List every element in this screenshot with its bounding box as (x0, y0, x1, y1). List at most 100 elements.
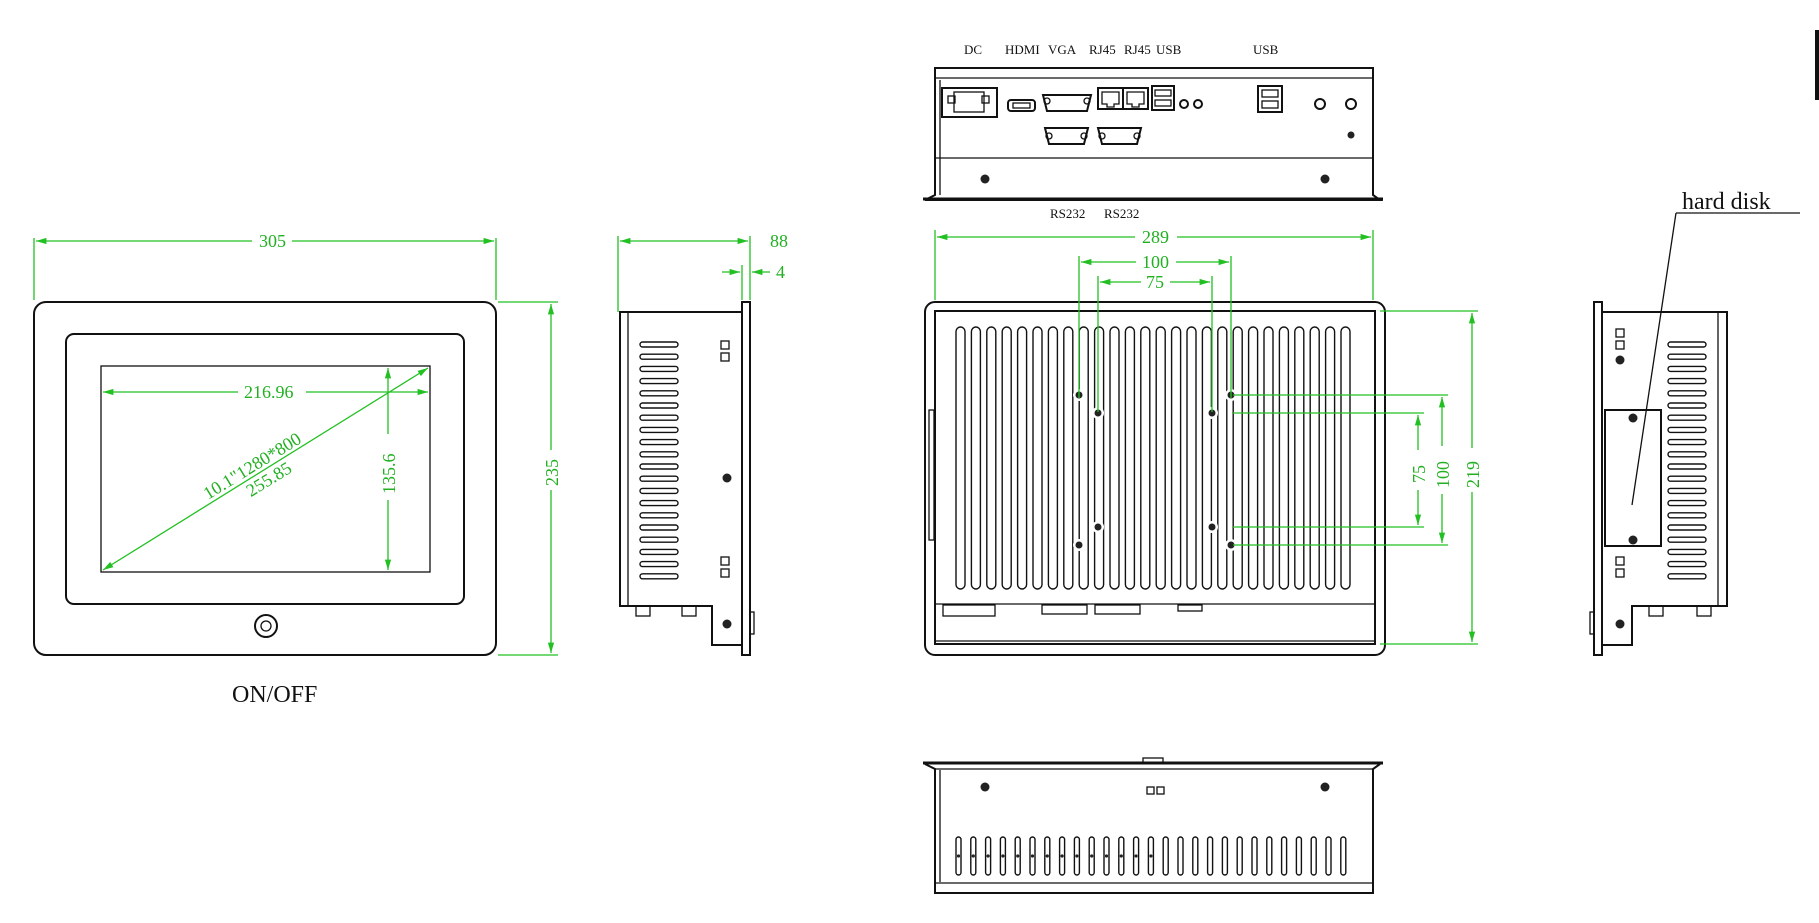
vent-slot (639, 573, 679, 580)
port-label-vga: VGA (1048, 42, 1077, 57)
back-width-dim: 289 (1142, 227, 1169, 247)
side-depth-dim: 88 (770, 231, 788, 251)
vent-slot (1667, 402, 1707, 409)
vent-slot (639, 414, 679, 421)
vent-slot (1295, 836, 1303, 876)
front-display-area (100, 365, 431, 573)
vent-slot (1667, 573, 1707, 580)
vent-slot (1667, 365, 1707, 373)
power-button-inner-icon (260, 620, 272, 632)
back-height-dim: 219 (1463, 461, 1483, 488)
vent-slot (639, 548, 679, 556)
vent-slot (639, 524, 679, 531)
vent-slot (639, 560, 679, 568)
side-vent-slots (639, 341, 679, 580)
power-button-icon[interactable] (254, 614, 278, 638)
vent-slot (1667, 499, 1707, 507)
vent-slot (639, 487, 679, 495)
vent-slot (1667, 548, 1707, 556)
back-vent-slots (955, 326, 1351, 590)
vent-slot (1667, 560, 1707, 568)
vent-slot (1109, 326, 1120, 590)
bottom-view (923, 757, 1383, 894)
port-label-rj45-2: RJ45 (1124, 42, 1151, 57)
vent-slot (1667, 536, 1707, 543)
vent-slot (639, 438, 679, 446)
vent-slot (1170, 326, 1182, 590)
vent-slot (1667, 353, 1707, 360)
vent-slot (1340, 836, 1347, 876)
vent-slot (1251, 836, 1258, 876)
vent-slot (1325, 836, 1332, 876)
vent-slot (1140, 326, 1151, 590)
page-edge-mark (1815, 30, 1819, 100)
vent-slot (1047, 326, 1059, 590)
vent-slot (1278, 326, 1290, 590)
right-side-view: hard disk (1589, 189, 1800, 656)
vent-slot (1063, 326, 1074, 590)
vent-slot (1667, 524, 1707, 531)
vent-slot (1667, 341, 1707, 348)
vent-slot (1247, 326, 1259, 590)
vga-port (1041, 94, 1093, 112)
vent-slot (639, 499, 679, 507)
vesa-75-vertical-dim: 75 (1409, 465, 1429, 483)
vent-slot (639, 426, 679, 434)
vent-slot (639, 475, 679, 482)
vent-slot (1155, 326, 1166, 590)
vent-slot (1667, 414, 1707, 421)
vesa-hole (1208, 409, 1216, 417)
vent-slot (1221, 836, 1229, 876)
vent-slot (1667, 463, 1707, 470)
hdmi-port (1007, 99, 1036, 112)
vent-slot (1667, 512, 1707, 519)
vesa-hole (1208, 523, 1216, 531)
vent-slot (1186, 326, 1197, 590)
side-bezel-dim: 4 (776, 262, 785, 282)
vent-slot (639, 512, 679, 519)
vent-slot (1667, 451, 1707, 458)
vent-slot (955, 326, 966, 590)
port-label-usb-2: USB (1253, 42, 1279, 57)
dc-port (941, 87, 998, 118)
hard-disk-label: hard disk (1682, 189, 1771, 215)
vent-slot (1177, 836, 1184, 876)
vent-slot (1266, 836, 1273, 876)
vesa-100-vertical-dim: 100 (1433, 461, 1453, 488)
front-bezel-inner (65, 333, 465, 605)
vesa-100-horizontal-dim: 100 (1142, 252, 1169, 272)
vent-slot (1263, 326, 1274, 590)
vent-slot (970, 326, 982, 590)
vent-slot (1667, 426, 1707, 434)
vent-slot (1340, 326, 1351, 590)
vent-slot (986, 326, 997, 590)
left-side-view: 88 4 (617, 231, 788, 656)
vesa-hole (1094, 409, 1102, 417)
vent-slot (1667, 475, 1707, 482)
right-vent-slots (1667, 341, 1707, 580)
vent-slot (1667, 390, 1707, 397)
front-outer-frame (33, 301, 497, 656)
vent-slot (1236, 836, 1243, 876)
vent-slot (1206, 836, 1214, 876)
screen-height-dim: 135.6 (379, 454, 399, 495)
usb-port-2 (1257, 85, 1283, 113)
vent-slot (1093, 326, 1105, 590)
vesa-75-horizontal-dim: 75 (1146, 272, 1164, 292)
vent-slot (639, 451, 679, 458)
vesa-hole (1227, 541, 1235, 549)
vent-slot (639, 353, 679, 360)
vent-slot (1310, 836, 1317, 876)
vent-slot (1001, 326, 1012, 590)
usb-port-1 (1151, 85, 1175, 111)
port-label-rs232-2: RS232 (1104, 206, 1139, 221)
vesa-holes (1073, 389, 1237, 551)
vent-slot (1280, 836, 1288, 876)
vent-slot (1309, 326, 1320, 590)
vent-slot (1192, 836, 1199, 876)
port-label-usb-1: USB (1156, 42, 1182, 57)
vent-slot (639, 402, 679, 409)
screen-width-dim: 216.96 (244, 382, 294, 402)
vesa-hole (1094, 523, 1102, 531)
